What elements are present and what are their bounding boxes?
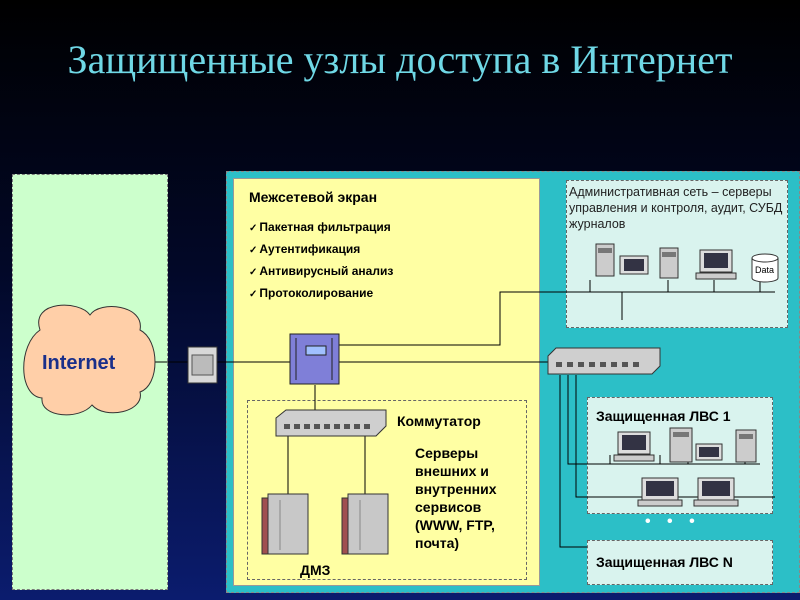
- firewall-feature: Пакетная фильтрация: [249, 220, 393, 234]
- lan1-workstation-icon: [613, 431, 655, 462]
- firewall-heading: Межсетевой экран: [249, 189, 378, 205]
- firewall-features: Пакетная фильтрация Аутентификация Антив…: [249, 220, 393, 308]
- internet-cloud-icon: [23, 304, 156, 416]
- admin-workstation-icon: [619, 255, 649, 275]
- main-switch-icon: [547, 347, 661, 375]
- lan1-workstation-icon: [637, 477, 683, 507]
- lan1-label: Защищенная ЛВС 1: [596, 408, 731, 424]
- lan1-workstation-icon: [693, 477, 739, 507]
- servers-label: Серверы внешних и внутренних сервисов (W…: [415, 445, 497, 551]
- firewall-feature: Протоколирование: [249, 286, 393, 300]
- lan1-server-icon: [735, 429, 757, 463]
- lann-label: Защищенная ЛВС N: [596, 554, 733, 570]
- admin-server-icon: [659, 247, 679, 279]
- firewall-device-icon: [289, 333, 340, 385]
- database-label: Data: [755, 265, 775, 275]
- admin-network-label: Административная сеть – серверы управлен…: [569, 185, 783, 231]
- dmz-server-icon: [261, 493, 309, 555]
- lann-zone: [587, 540, 773, 585]
- dmz-label: ДМЗ: [300, 562, 331, 578]
- dmz-switch-icon: [275, 409, 387, 437]
- dmz-server-icon: [341, 493, 389, 555]
- database-icon: [751, 253, 779, 283]
- router-icon: [187, 346, 218, 384]
- lan1-workstation-icon: [695, 443, 723, 461]
- firewall-feature: Антивирусный анализ: [249, 264, 393, 278]
- internet-label: Internet: [42, 352, 116, 374]
- ellipsis: • • •: [645, 513, 701, 530]
- firewall-feature: Аутентификация: [249, 242, 393, 256]
- dmz-zone: [247, 400, 527, 580]
- page-title: Защищенные узлы доступа в Интернет: [67, 37, 733, 82]
- admin-workstation-icon: [695, 249, 737, 280]
- switch-label: Коммутатор: [397, 413, 481, 429]
- admin-server-icon: [595, 243, 615, 277]
- lan1-server-icon: [669, 427, 693, 463]
